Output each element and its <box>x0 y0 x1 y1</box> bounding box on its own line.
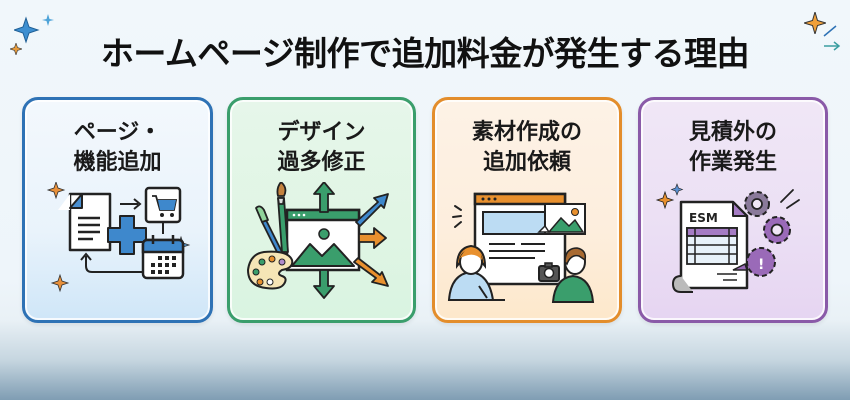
gear-icon <box>744 191 770 217</box>
photographer-person-icon <box>537 247 594 303</box>
card-page-feature-addition: ページ・ 機能追加 <box>22 97 213 323</box>
card-out-of-scope-work: 見積外の 作業発生 ESM <box>638 97 828 323</box>
gear-icon <box>763 216 791 244</box>
writer-person-icon <box>447 244 505 301</box>
illustration: ESM <box>641 182 825 312</box>
spreadsheet-document-icon: ESM <box>671 200 749 293</box>
plus-icon <box>106 215 147 255</box>
image-icon <box>536 203 586 235</box>
camera-icon <box>537 262 560 282</box>
sparkle-icon <box>670 183 684 196</box>
multi-direction-arrows-icon <box>312 182 389 299</box>
arrow-icon <box>119 198 142 210</box>
warning-gear-icon: ! <box>732 247 776 277</box>
sparkle-icon <box>10 43 22 55</box>
arrow-icon <box>79 252 142 273</box>
illustration <box>435 182 619 312</box>
image-window-icon <box>285 208 360 272</box>
shopping-cart-icon <box>144 186 181 224</box>
sparkle-icon <box>655 190 675 210</box>
emphasis-lines-icon <box>780 189 800 209</box>
svg-text:!: ! <box>758 257 764 273</box>
card-title: 素材作成の 追加依頼 <box>471 120 582 175</box>
paintbrush-icon <box>254 182 289 263</box>
card-design-revisions: デザイン 過多修正 <box>227 97 416 323</box>
palette-icon <box>246 250 293 290</box>
svg-text:ESM: ESM <box>689 211 718 225</box>
sparkle-icon <box>14 14 54 44</box>
card-title: デザイン 過多修正 <box>277 120 366 175</box>
card-asset-requests: 素材作成の 追加依頼 <box>432 97 622 323</box>
document-icon <box>57 192 111 252</box>
calendar-icon <box>141 235 184 280</box>
sparkle-icon <box>804 12 826 34</box>
illustration <box>230 182 413 312</box>
sparkle-icon <box>46 182 65 200</box>
card-title: 見積外の 作業発生 <box>688 120 777 175</box>
arrow-icon <box>823 25 841 51</box>
emphasis-lines-icon <box>451 205 462 228</box>
card-title: ページ・ 機能追加 <box>73 120 162 175</box>
illustration <box>25 182 210 312</box>
sparkle-icon <box>50 273 69 293</box>
page-title: ホームページ制作で追加料金が発生する理由 <box>100 34 750 73</box>
